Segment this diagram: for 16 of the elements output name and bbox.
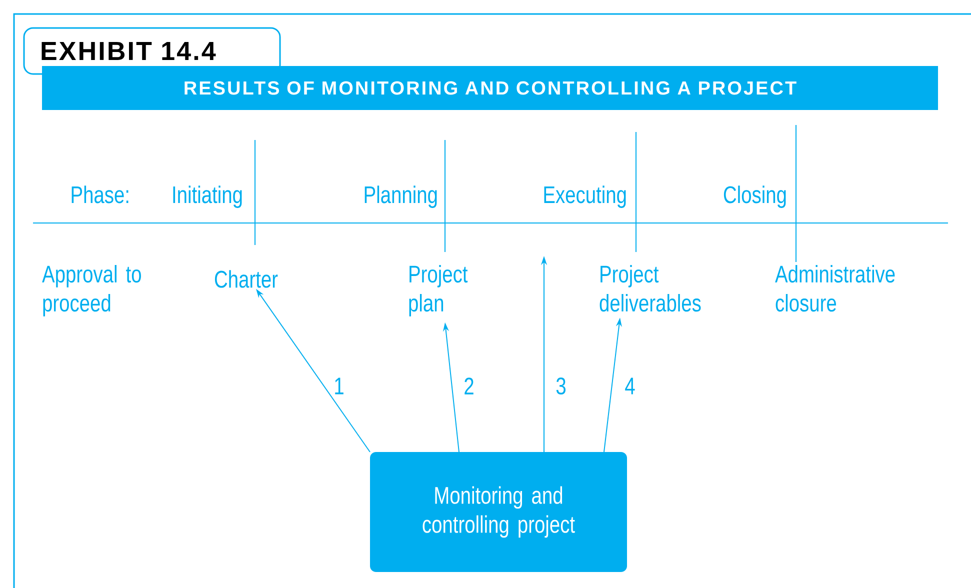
phase-name: Initiating [173, 186, 242, 208]
phase-name: Executing [544, 186, 626, 208]
phase-name: Closing [724, 186, 786, 208]
phase-name: Planning [364, 186, 437, 208]
result-label: Project plan [409, 265, 468, 316]
result-label: Project deliverables [600, 265, 701, 312]
title-banner: RESULTS OF MONITORING AND CONTROLLING A PROJECT [42, 66, 938, 110]
edge-label: 2 [464, 378, 474, 394]
edge-label: 4 [625, 378, 635, 394]
result-label: Approval to proceed [42, 265, 141, 316]
result-label: Administrative closure [775, 265, 895, 312]
edge-label: 1 [335, 378, 344, 394]
phase-label: Phase: [72, 186, 128, 204]
process-box: Monitoring and controlling project [370, 452, 627, 572]
result-label: Charter [214, 270, 278, 288]
edge-label: 3 [556, 378, 566, 394]
